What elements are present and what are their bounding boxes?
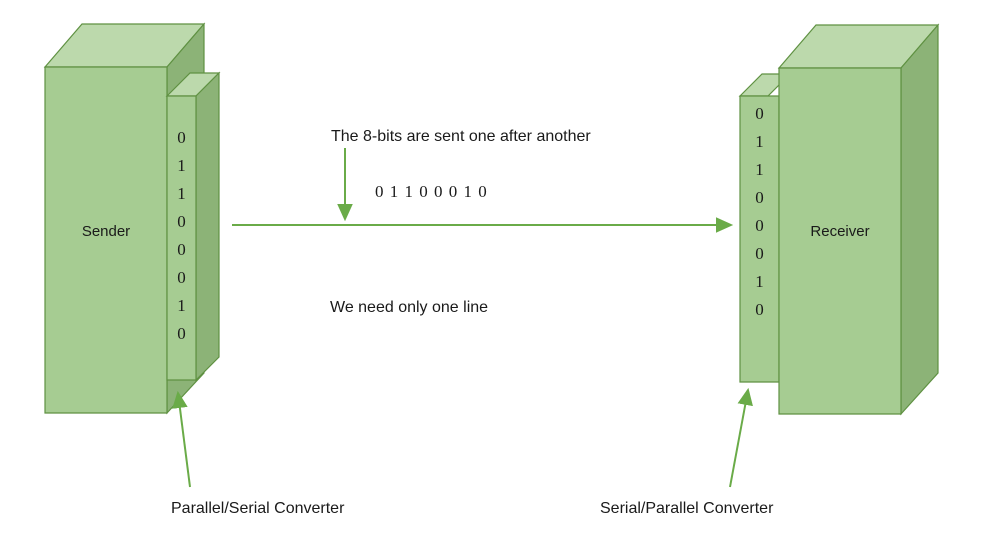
sender-register-side-face [195, 71, 220, 382]
sender-box-front-face [44, 66, 168, 414]
register-bit: 1 [177, 296, 186, 315]
receiver-register-bits: 0 1 1 0 0 0 1 0 [740, 100, 779, 324]
sender-register-front-face [166, 95, 197, 381]
parallel-serial-converter-label: Parallel/Serial Converter [171, 500, 345, 517]
parallel-serial-converter-arrow [172, 390, 191, 488]
register-bit: 0 [177, 324, 186, 343]
top-note-text: The 8-bits are sent one after another [331, 128, 591, 145]
register-bit: 0 [755, 104, 764, 123]
register-bit: 1 [755, 132, 764, 151]
bitstream-text: 0 1 1 0 0 0 1 0 [375, 182, 488, 201]
receiver-box-front-face [778, 67, 902, 415]
register-bit: 0 [755, 300, 764, 319]
register-bit: 1 [755, 272, 764, 291]
receiver-box-label: Receiver [810, 223, 870, 240]
register-bit: 1 [177, 156, 186, 175]
register-bit: 1 [755, 160, 764, 179]
register-bit: 0 [177, 128, 186, 147]
register-bit: 0 [177, 212, 186, 231]
register-bit: 1 [177, 184, 186, 203]
receiver-box-side-face [900, 23, 939, 416]
bottom-note-text: We need only one line [330, 299, 489, 316]
serial-parallel-converter-arrow [729, 387, 753, 488]
register-bit: 0 [755, 216, 764, 235]
register-bit: 0 [755, 188, 764, 207]
sender-box-label: Sender [81, 223, 131, 240]
register-bit: 0 [177, 240, 186, 259]
register-bit: 0 [177, 268, 186, 287]
sender-register-bits: 0 1 1 0 0 0 1 0 [167, 124, 196, 348]
register-bit: 0 [755, 244, 764, 263]
serial-parallel-converter-label: Serial/Parallel Converter [600, 500, 774, 517]
